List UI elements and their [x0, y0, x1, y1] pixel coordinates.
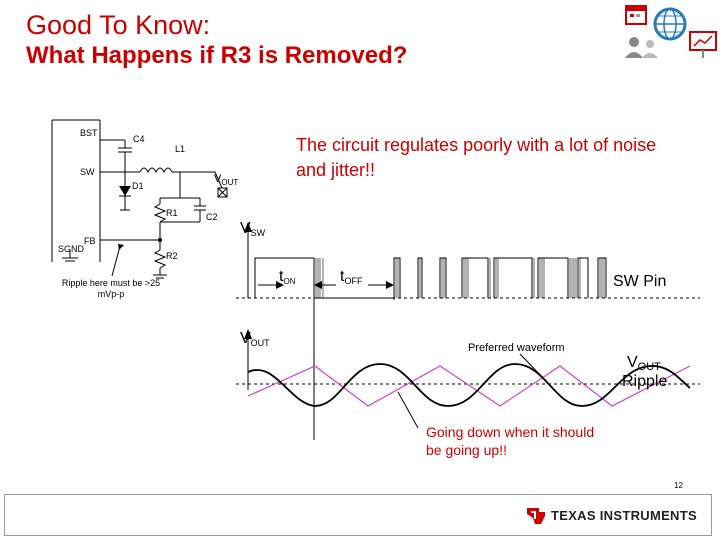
pin-fb: FB	[84, 236, 96, 246]
label-vsw: VSW	[240, 220, 266, 238]
sw-jitter-lines	[315, 258, 605, 298]
sw-pulse-train	[254, 257, 607, 299]
label-vout-wave: VOUT	[240, 330, 270, 348]
icon-cluster	[625, 5, 717, 58]
label-vout-schematic: VOUT	[214, 173, 239, 187]
slide-title: Good To Know:	[26, 10, 211, 40]
l1-inductor	[139, 167, 173, 174]
label-r2: R2	[166, 251, 178, 261]
label-l1: L1	[175, 144, 186, 154]
ti-logo-icon	[527, 508, 545, 524]
presentation-icon	[689, 31, 717, 58]
calendar-icon	[625, 5, 647, 25]
label-vout-ripple-word: Ripple	[622, 373, 668, 390]
going-down-note: Going down when it should be going up!!	[426, 424, 595, 458]
globe-icon	[653, 7, 687, 41]
callout-text: The circuit regulates poorly with a lot …	[296, 135, 657, 180]
vout-ripple-waveform	[247, 363, 691, 407]
pin-bst: BST	[80, 128, 98, 138]
ti-wordmark: TEXAS INSTRUMENTS	[551, 508, 697, 523]
going-down-pointer	[397, 391, 419, 429]
note-arrow	[111, 245, 121, 277]
label-ton: tON	[279, 268, 296, 286]
preferred-pointer	[519, 353, 546, 381]
label-preferred-waveform: Preferred waveform	[468, 342, 565, 354]
people-icon	[625, 37, 658, 58]
label-vout-ripple-v: VOUT	[627, 354, 661, 373]
label-r1: R1	[166, 208, 178, 218]
label-toff: tOFF	[340, 268, 363, 286]
label-c2: C2	[206, 212, 218, 222]
label-sw-pin: SW Pin	[613, 273, 667, 290]
slide-subtitle: What Happens if R3 is Removed?	[26, 42, 408, 69]
preferred-waveform	[247, 365, 691, 407]
r1-resistor	[153, 203, 167, 223]
page-number: 12	[674, 481, 683, 490]
pin-sw: SW	[80, 167, 95, 177]
label-d1: D1	[132, 181, 144, 191]
d1-diode	[119, 186, 131, 196]
label-c4: C4	[133, 134, 145, 144]
footer-bar	[4, 494, 712, 536]
r2-resistor	[153, 249, 167, 269]
pin-sgnd: SGND	[58, 244, 85, 254]
ripple-note: Ripple here must be >25 mVp-p	[61, 278, 161, 299]
